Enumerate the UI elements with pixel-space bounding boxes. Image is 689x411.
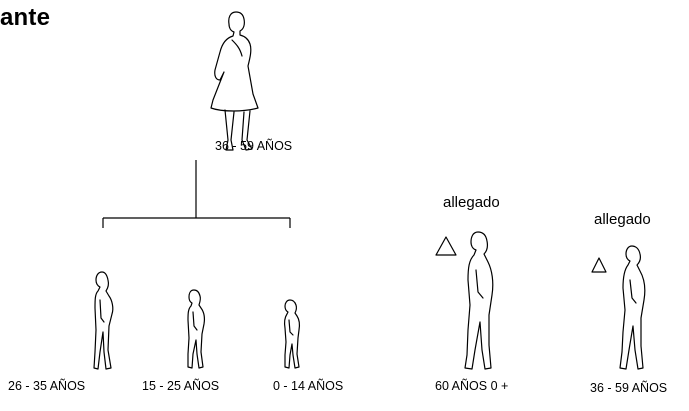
diagram-heading: ante [0, 4, 51, 31]
child-2-age-label: 15 - 25 AÑOS [142, 379, 220, 393]
triangle-marker-1 [435, 236, 457, 256]
man-figure-1 [93, 271, 114, 370]
allegado-1-age-label: 60 AÑOS 0 + [435, 379, 509, 393]
allegado-1-label: allegado [443, 194, 500, 211]
allegado-2-age-label: 36 - 59 AÑOS [590, 381, 668, 395]
man-figure-4 [464, 231, 494, 370]
triangle-marker-2 [591, 257, 607, 273]
woman-figure [210, 11, 259, 151]
child-1-age-label: 26 - 35 AÑOS [8, 379, 86, 393]
man-figure-5 [619, 245, 646, 370]
mother-age-label: 36 - 59 AÑOS [215, 139, 293, 153]
child-3-age-label: 0 - 14 AÑOS [273, 379, 344, 393]
man-figure-2 [187, 289, 205, 369]
allegado-2-label: allegado [594, 211, 651, 228]
child-figure-3 [284, 299, 300, 369]
